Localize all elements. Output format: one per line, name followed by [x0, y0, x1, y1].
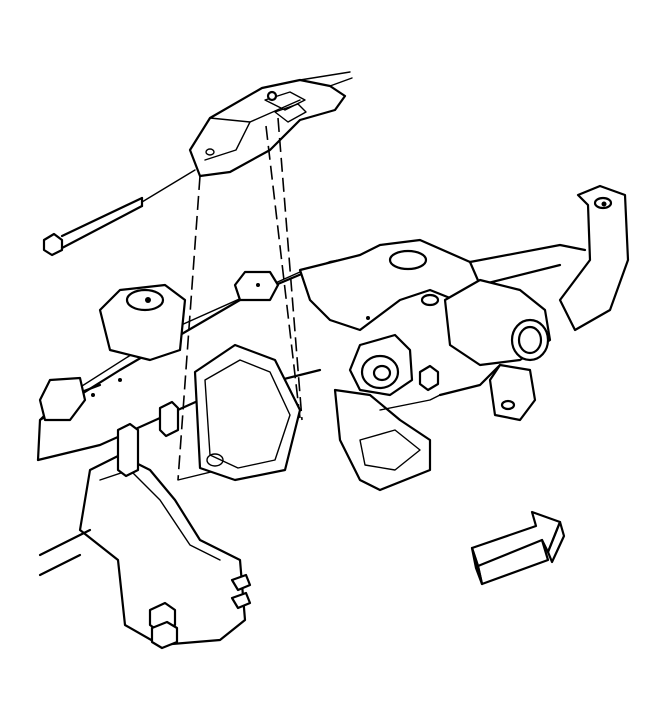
frame-rail: [36, 184, 630, 650]
mount-bracket: [188, 71, 353, 178]
arrow-right-icon: [470, 510, 566, 586]
stud-icon: [148, 573, 252, 650]
bolt-icon: [42, 169, 196, 257]
